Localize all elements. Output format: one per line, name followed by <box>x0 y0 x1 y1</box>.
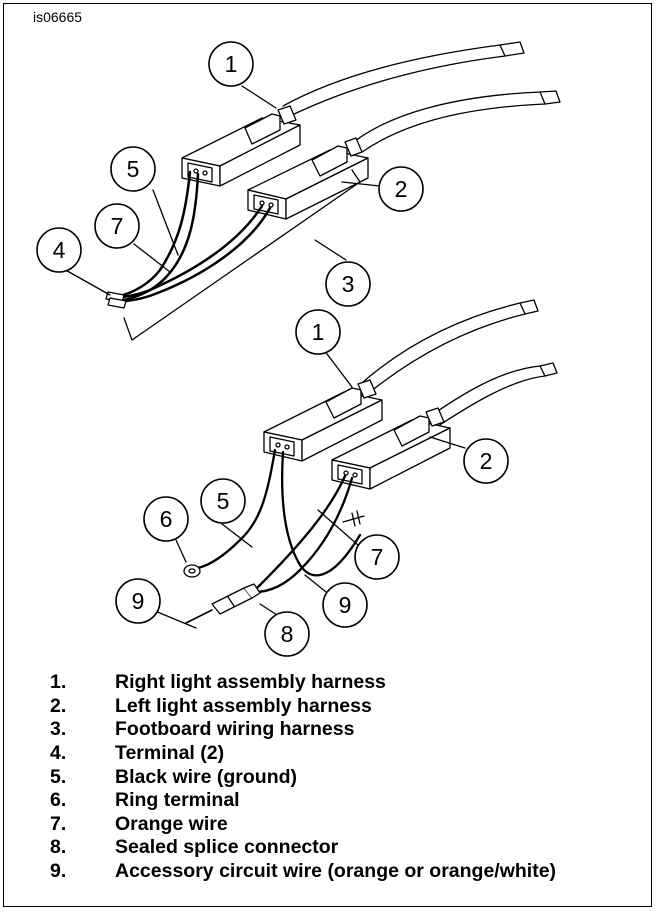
callout-9-left: 9 <box>115 578 161 624</box>
callout-1-top: 1 <box>208 41 254 87</box>
legend-text: Ring terminal <box>115 789 240 812</box>
cut-mark <box>342 510 365 527</box>
svg-text:5: 5 <box>127 156 140 182</box>
callout-7-bottom: 7 <box>354 534 400 580</box>
legend-item: 2. Left light assembly harness <box>50 695 556 719</box>
legend-number: 8. <box>50 836 67 859</box>
svg-text:1: 1 <box>312 319 325 345</box>
svg-text:7: 7 <box>111 213 124 239</box>
legend-text: Orange wire <box>115 812 228 835</box>
bottom-harness-wires <box>362 299 558 431</box>
figure-frame <box>3 3 652 907</box>
legend-item: 8. Sealed splice connector <box>50 836 556 860</box>
callout-4-top: 4 <box>36 227 82 273</box>
callout-2-bottom: 2 <box>463 438 509 484</box>
ring-terminal <box>183 564 201 578</box>
legend-number: 7. <box>50 812 67 835</box>
legend-number: 1. <box>50 671 67 694</box>
callout-5-top: 5 <box>110 146 156 192</box>
leader-3 <box>314 239 347 261</box>
wiring-diagram: 1 2 3 4 5 7 1 2 5 6 7 8 9 9 <box>36 41 561 657</box>
bottom-connector-2 <box>331 407 451 490</box>
legend-number: 9. <box>50 860 67 883</box>
svg-text:7: 7 <box>371 544 384 570</box>
leader-lines <box>61 85 466 629</box>
figure-id-label: is06665 <box>33 9 83 25</box>
svg-text:6: 6 <box>160 506 173 532</box>
legend-number: 4. <box>50 742 67 765</box>
legend-text: Sealed splice connector <box>115 836 339 859</box>
legend-number: 2. <box>50 694 67 717</box>
footboard-harness-bracket <box>123 169 361 341</box>
svg-text:2: 2 <box>395 176 408 202</box>
legend-item: 6. Ring terminal <box>50 789 556 813</box>
legend-text: Footboard wiring harness <box>115 718 355 741</box>
legend-item: 4. Terminal (2) <box>50 742 556 766</box>
svg-text:1: 1 <box>225 51 238 77</box>
bottom-connector-1 <box>263 379 383 462</box>
legend-list: 1. Right light assembly harness 2. Left li… <box>50 671 556 883</box>
svg-text:2: 2 <box>480 448 493 474</box>
callout-2-top: 2 <box>378 166 424 212</box>
legend-text: Left light assembly harness <box>115 694 372 717</box>
legend-item: 1. Right light assembly harness <box>50 671 556 695</box>
top-terminals <box>105 291 127 309</box>
legend-item: 3. Footboard wiring harness <box>50 718 556 742</box>
svg-text:4: 4 <box>53 237 66 263</box>
legend-number: 3. <box>50 718 67 741</box>
callout-9-right: 9 <box>322 582 368 628</box>
legend-text: Right light assembly harness <box>115 671 386 694</box>
top-callouts: 1 2 3 4 5 7 <box>36 41 424 307</box>
legend-item: 9. Accessory circuit wire (orange or oran… <box>50 860 556 884</box>
accessory-wire-end <box>185 609 213 624</box>
svg-text:9: 9 <box>339 592 352 618</box>
legend-item: 5. Black wire (ground) <box>50 765 556 789</box>
legend-text: Accessory circuit wire (orange or orange… <box>115 860 557 883</box>
svg-text:8: 8 <box>281 621 294 647</box>
legend-number: 5. <box>50 765 67 788</box>
legend-text: Black wire (ground) <box>115 765 298 788</box>
callout-7-top: 7 <box>94 203 140 249</box>
legend-text: Terminal (2) <box>115 742 225 765</box>
svg-text:9: 9 <box>132 588 145 614</box>
top-connector-1 <box>181 105 301 187</box>
callout-3-top: 3 <box>325 261 371 307</box>
legend-number: 6. <box>50 789 67 812</box>
callout-5-bottom: 5 <box>200 478 246 524</box>
legend-item: 7. Orange wire <box>50 813 556 837</box>
callout-8-bottom: 8 <box>264 611 310 657</box>
callout-6-bottom: 6 <box>143 496 189 542</box>
sealed-splice-connector <box>211 583 261 615</box>
svg-text:5: 5 <box>217 488 230 514</box>
callout-1-bottom: 1 <box>295 309 341 355</box>
bottom-callouts: 1 2 5 6 7 8 9 9 <box>115 309 509 657</box>
svg-text:3: 3 <box>342 271 355 297</box>
top-harness-wires <box>282 41 561 153</box>
